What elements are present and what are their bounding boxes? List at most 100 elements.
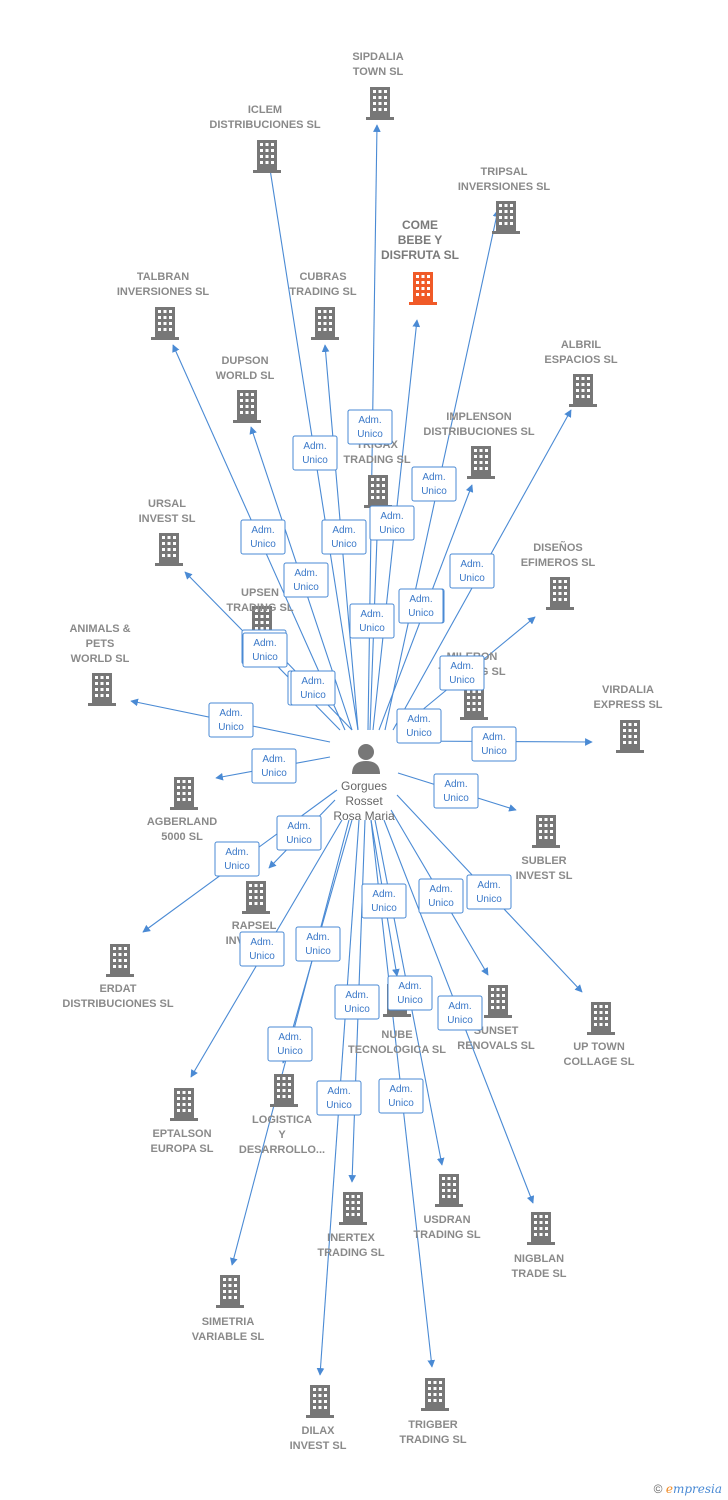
relation-label-cubras[interactable]: Adm.Unico (321, 519, 367, 555)
building-icon (421, 1378, 449, 1411)
company-label-iclem-line-2: DISTRIBUCIONES SL (209, 119, 321, 131)
relation-label-tribger[interactable]: Adm.Unico (378, 1078, 424, 1114)
relation-label-dupson[interactable]: Adm.Unico (283, 562, 329, 598)
relation-label-nube[interactable]: Adm.Unico (361, 883, 407, 919)
building-icon (460, 687, 488, 720)
relation-label-agberland[interactable]: Adm.Unico (251, 748, 297, 784)
relation-label-animals[interactable]: Adm.Unico (208, 702, 254, 738)
relation-label-extra-3-line-2: Unico (252, 652, 278, 663)
relation-label-virdalia[interactable]: Adm.Unico (471, 726, 517, 762)
relation-label-uptown[interactable]: Adm.Unico (466, 874, 512, 910)
relation-label-extra-1-line-2: Unico (359, 623, 385, 634)
company-label-tripsal-line-1: TRIPSAL (480, 166, 527, 178)
company-label-nigblan-line-1: NIGBLAN (514, 1253, 564, 1265)
company-node-nigblan[interactable]: NIGBLAN TRADE SL (512, 1212, 567, 1280)
relation-label-uptown-line-1: Adm. (477, 880, 500, 891)
company-node-sipdalia[interactable]: SIPDALIA TOWN SL (352, 51, 404, 120)
relation-label-agberland-line-1: Adm. (262, 754, 285, 765)
company-label-eptalson-line-2: EUROPA SL (151, 1143, 214, 1155)
relation-label-trigax[interactable]: Adm.Unico (369, 505, 415, 541)
company-node-eptalson[interactable]: EPTALSON EUROPA SL (151, 1088, 214, 1155)
person-name-line-1: Gorgues (341, 779, 387, 793)
company-label-eptalson-line-1: EPTALSON (152, 1128, 211, 1140)
relation-label-talbran[interactable]: Adm.Unico (240, 519, 286, 555)
relation-label-tribger-line-1: Adm. (389, 1084, 412, 1095)
relation-label-subler-line-2: Unico (443, 793, 469, 804)
company-label-nube-line-1: NUBE (381, 1029, 412, 1041)
relation-label-logistica[interactable]: Adm.Unico (295, 926, 341, 962)
relation-label-disenos[interactable]: Adm.Unico (439, 655, 485, 691)
company-label-animals-line-1: ANIMALS & (69, 623, 130, 635)
relation-label-extra-2-line-1: Adm. (409, 594, 432, 605)
relation-label-mileron[interactable]: Adm.Unico (396, 708, 442, 744)
relation-label-come[interactable]: Adm.Unico (347, 409, 393, 445)
company-node-logistica[interactable]: LOGISTICAYDESARROLLO... (239, 1074, 325, 1156)
relation-label-simetria[interactable]: Adm.Unico (267, 1026, 313, 1062)
company-label-nigblan-line-2: TRADE SL (512, 1268, 567, 1280)
relation-label-rapsel[interactable]: Adm.Unico (276, 815, 322, 851)
building-icon (435, 1174, 463, 1207)
relation-label-sunset[interactable]: Adm.Unico (418, 878, 464, 914)
relation-label-extra-4[interactable]: Adm.Unico (290, 670, 336, 706)
relation-label-usdran[interactable]: Adm.Unico (387, 975, 433, 1011)
relation-label-erdat[interactable]: Adm.Unico (214, 841, 260, 877)
relation-label-albril[interactable]: Adm.Unico (449, 553, 495, 589)
building-icon (106, 944, 134, 977)
company-label-sipdalia-line-1: SIPDALIA (352, 51, 403, 63)
relation-label-usdran-line-1: Adm. (398, 981, 421, 992)
relation-label-trigax-line-1: Adm. (380, 511, 403, 522)
relation-label-tripsal[interactable]: Adm.Unico (411, 466, 457, 502)
company-label-tribger-line-1: TRIGBER (408, 1419, 458, 1431)
relation-label-extra-2[interactable]: Adm.Unico (398, 588, 444, 624)
building-icon (270, 1074, 298, 1107)
company-label-come-line-3: DISFRUTA SL (381, 248, 459, 262)
relation-label-iclem[interactable]: Adm.Unico (292, 435, 338, 471)
relation-label-eptalson[interactable]: Adm.Unico (239, 931, 285, 967)
relation-label-inertex[interactable]: Adm.Unico (334, 984, 380, 1020)
relation-label-dilax[interactable]: Adm.Unico (316, 1080, 362, 1116)
footer-brand: © empresia (654, 1482, 722, 1496)
company-label-subler-line-2: INVEST SL (516, 870, 573, 882)
relation-label-extra-3[interactable]: Adm.Unico (242, 632, 288, 668)
company-label-sipdalia-line-2: TOWN SL (353, 66, 404, 78)
company-label-dilax-line-2: INVEST SL (290, 1440, 347, 1452)
relation-label-talbran-line-2: Unico (250, 539, 276, 550)
relation-label-logistica-line-2: Unico (305, 946, 331, 957)
relation-label-extra-1[interactable]: Adm.Unico (349, 603, 395, 639)
company-label-come-line-1: COME (402, 218, 438, 232)
company-label-sunset-line-1: SUNSET (474, 1025, 519, 1037)
relation-label-animals-line-2: Unico (218, 722, 244, 733)
building-icon (339, 1192, 367, 1225)
relation-label-dupson-line-2: Unico (293, 582, 319, 593)
relation-label-virdalia-line-1: Adm. (482, 732, 505, 743)
relation-label-subler[interactable]: Adm.Unico (433, 773, 479, 809)
building-icon (546, 577, 574, 610)
relation-label-nigblan[interactable]: Adm.Unico (437, 995, 483, 1031)
company-label-albril-line-2: ESPACIOS SL (544, 354, 617, 366)
person-node[interactable]: Gorgues Rosset Rosa Maria (333, 744, 395, 823)
